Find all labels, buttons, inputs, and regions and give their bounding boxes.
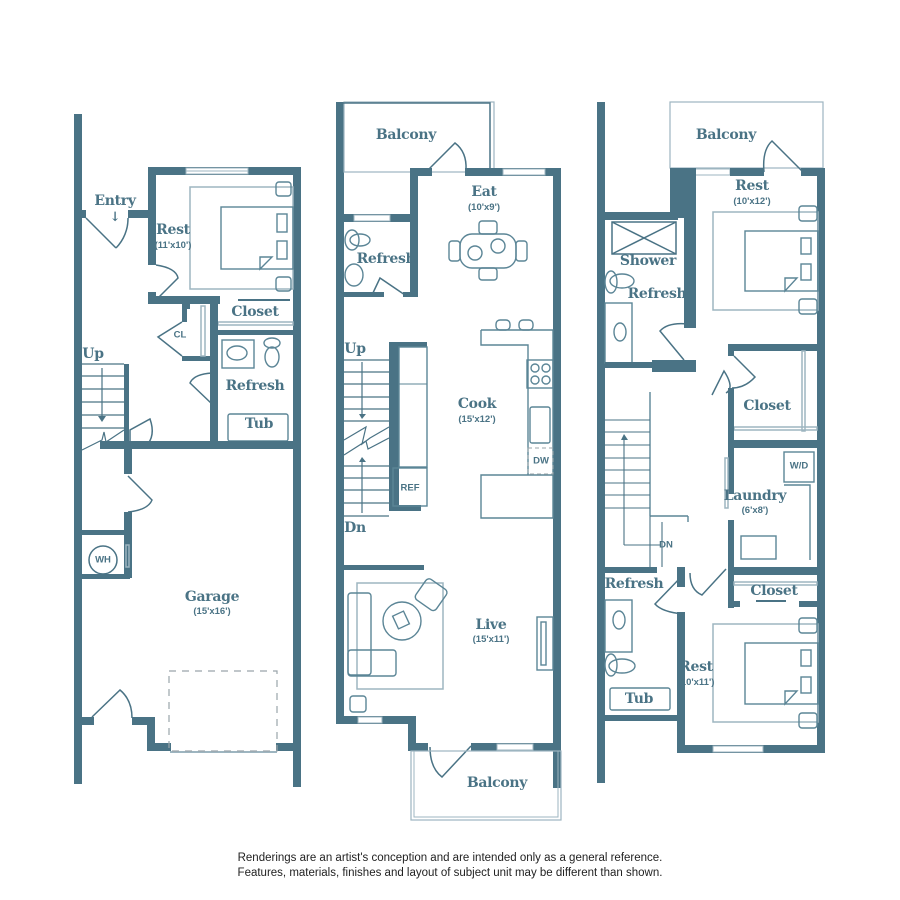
room-label-live: Live [475, 617, 507, 633]
washer-dryer-label: W/D [789, 460, 809, 472]
fixture-label-tub: Tub [244, 416, 274, 432]
entry-arrow-icon: ↓ [109, 210, 121, 225]
room-label-closet-upper-2: Closet [750, 583, 798, 599]
room-dims-rest-upper-1: (10'x12') [733, 196, 771, 207]
stair-label-up-main: Up [344, 341, 366, 357]
fixture-label-tub-upper: Tub [624, 691, 654, 707]
room-label-cl: CL [173, 329, 187, 341]
upper-floor [597, 101, 825, 783]
room-dims-eat: (10'x9') [468, 202, 500, 213]
room-label-cook: Cook [457, 396, 497, 412]
main-floor [336, 101, 562, 821]
room-label-refresh-main: Refresh [356, 251, 416, 267]
room-dims-live: (15'x11') [472, 634, 510, 645]
ground-floor [74, 114, 301, 787]
room-label-closet-upper-1: Closet [743, 398, 791, 414]
refrigerator-label: REF [400, 482, 420, 494]
room-label-refresh-upper-1: Refresh [627, 286, 687, 302]
disclaimer-line-2: Features, materials, finishes and layout… [237, 867, 663, 879]
room-label-eat: Eat [471, 184, 497, 200]
room-dims-rest-upper-2: (10'x11') [677, 677, 715, 688]
disclaimer-line-1: Renderings are an artist's conception an… [237, 852, 663, 864]
room-dims-cook: (15'x12') [458, 414, 496, 425]
room-label-closet: Closet [231, 304, 279, 320]
room-label-refresh-upper-2: Refresh [604, 576, 664, 592]
room-label-refresh: Refresh [225, 378, 285, 394]
stair-label-up: Up [82, 346, 104, 362]
stair-label-down-main: Dn [344, 520, 366, 536]
room-label-shower: Shower [619, 253, 677, 269]
dishwasher-label: DW [533, 455, 549, 467]
room-label-laundry: Laundry [723, 488, 787, 504]
room-label-balcony-bottom: Balcony [466, 775, 528, 791]
water-heater-label: WH [95, 554, 111, 566]
room-label-rest: Rest [156, 222, 190, 238]
room-label-rest-upper-2: Rest [679, 659, 713, 675]
room-dims-garage: (15'x16') [193, 606, 231, 617]
room-dims-rest: (11'x10') [154, 240, 192, 251]
room-label-balcony-upper: Balcony [695, 127, 757, 143]
room-label-balcony-top: Balcony [375, 127, 437, 143]
disclaimer: Renderings are an artist's conception an… [0, 851, 900, 881]
room-label-rest-upper-1: Rest [735, 178, 769, 194]
stair-label-down-upper: DN [659, 539, 673, 551]
room-label-garage: Garage [184, 589, 240, 605]
room-dims-laundry: (6'x8') [741, 505, 769, 516]
room-label-entry: Entry [94, 193, 136, 209]
